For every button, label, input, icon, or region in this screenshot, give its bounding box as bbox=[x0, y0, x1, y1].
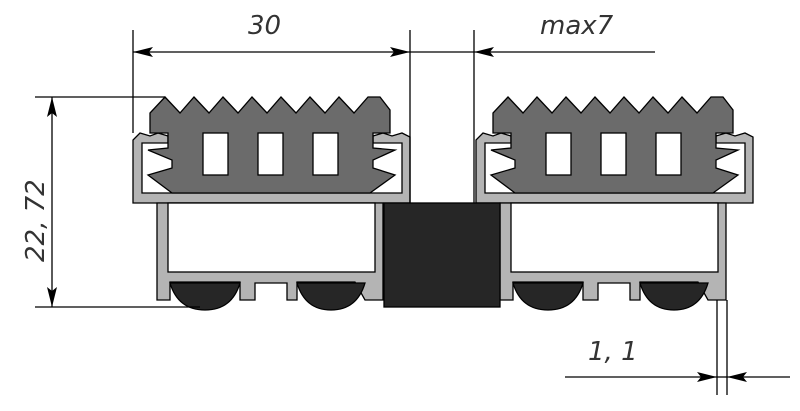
dimension-gap: max7 bbox=[410, 11, 655, 57]
height-label: 22, 72 bbox=[21, 179, 51, 262]
width-label: 30 bbox=[248, 11, 281, 41]
left-mat-profile bbox=[132, 96, 411, 311]
right-mat-profile bbox=[475, 96, 754, 311]
offset-label: 1, 1 bbox=[588, 337, 638, 367]
spacer-block bbox=[383, 202, 501, 308]
gap-label: max7 bbox=[540, 11, 614, 41]
dimension-height: 22, 72 bbox=[21, 97, 57, 307]
dimension-width: 30 bbox=[133, 11, 410, 57]
dimension-offset: 1, 1 bbox=[565, 337, 790, 382]
